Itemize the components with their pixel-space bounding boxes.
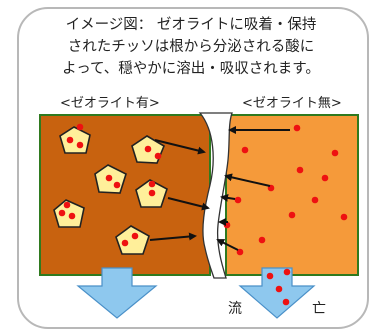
leaching-arrow-left (76, 267, 158, 319)
caption-line-1: イメージ図： ゼオライトに吸着・保持 (65, 17, 317, 33)
zeolite-5 (53, 199, 85, 228)
leaching-dots (266, 268, 291, 306)
caption-line-3: よって、穏やかに溶出・吸収されます。 (62, 61, 320, 77)
label-without-zeolite: <ゼオライト無> (242, 96, 342, 111)
runoff-char-2: 亡 (312, 301, 326, 317)
absorption-arrows (149, 126, 290, 251)
root-shape (198, 112, 233, 279)
runoff-char-1: 流 (228, 301, 242, 317)
caption-line-2: されたチッソは根から分泌される酸に (67, 39, 315, 55)
nitrogen-dots-left (58, 123, 162, 247)
leaching-arrows (76, 267, 316, 319)
soil-without-zeolite (225, 114, 359, 276)
label-with-zeolite: <ゼオライト有> (60, 96, 160, 111)
zeolite-6 (115, 225, 150, 255)
leaching-arrow-right (238, 267, 316, 319)
